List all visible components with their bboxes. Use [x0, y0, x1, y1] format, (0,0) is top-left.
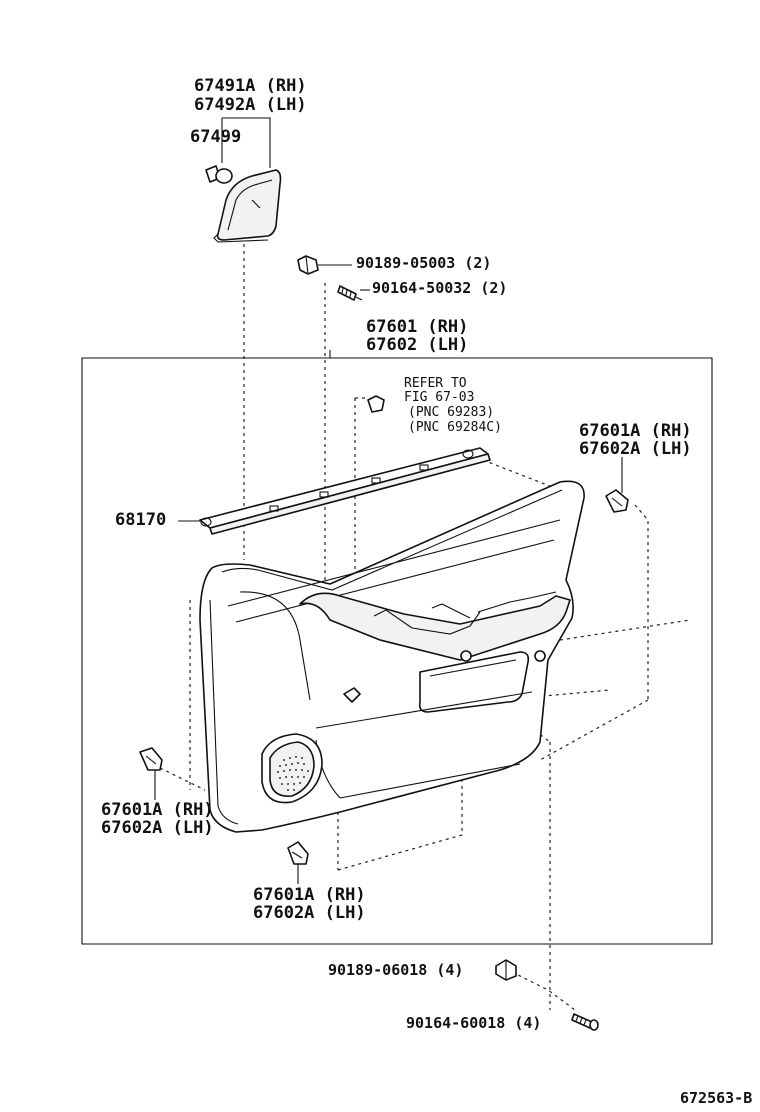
speaker-grille-icon — [261, 733, 323, 804]
push-clip-lower-left — [139, 747, 163, 771]
clip-lower-left-label-rh: 67601A (RH) — [101, 800, 214, 820]
weatherstrip-label: 68170 — [115, 510, 166, 530]
screw-top-label: 90164-50032 (2) — [372, 279, 507, 297]
clip-nut-icon — [297, 255, 319, 275]
refer-note-line4: (PNC 69284C) — [408, 420, 502, 435]
push-clip-bottom — [287, 841, 309, 865]
nut-bottom-label: 90189-06018 (4) — [328, 961, 463, 979]
clip-nut-bottom-icon — [495, 959, 517, 981]
cover-part-label-lh: 67492A (LH) — [194, 95, 307, 115]
retainer-clip-icon — [367, 395, 385, 413]
screw-bottom-icon — [571, 1013, 599, 1031]
clip-bottom-label-lh: 67602A (LH) — [253, 903, 366, 923]
cover-part-label-rh: 67491A (RH) — [194, 76, 307, 96]
door-mirror-cover-icon — [213, 169, 282, 243]
refer-note-line1: REFER TO — [404, 376, 467, 391]
clip-upper-right-label-rh: 67601A (RH) — [579, 421, 692, 441]
nut-top-label: 90189-05003 (2) — [356, 254, 491, 272]
weatherstrip-icon — [199, 447, 491, 535]
push-clip-upper-right — [605, 489, 629, 513]
panel-assembly-label-rh: 67601 (RH) — [366, 317, 468, 337]
push-clip-icon — [205, 165, 233, 184]
refer-note-line2: FIG 67-03 — [404, 390, 474, 405]
assembly-frame — [81, 357, 713, 945]
screw-bottom-label: 90164-60018 (4) — [406, 1014, 541, 1032]
screw-icon — [337, 285, 363, 301]
clip-upper-right-label-lh: 67602A (LH) — [579, 439, 692, 459]
refer-note-line3: (PNC 69283) — [408, 405, 494, 420]
clip-bottom-label-rh: 67601A (RH) — [253, 885, 366, 905]
diagram-id: 672563-B — [680, 1089, 752, 1107]
cover-clip-label: 67499 — [190, 127, 241, 147]
leader-lines — [154, 117, 623, 884]
panel-assembly-label-lh: 67602 (LH) — [366, 335, 468, 355]
door-trim-panel-icon — [199, 480, 585, 833]
clip-lower-left-label-lh: 67602A (LH) — [101, 818, 214, 838]
